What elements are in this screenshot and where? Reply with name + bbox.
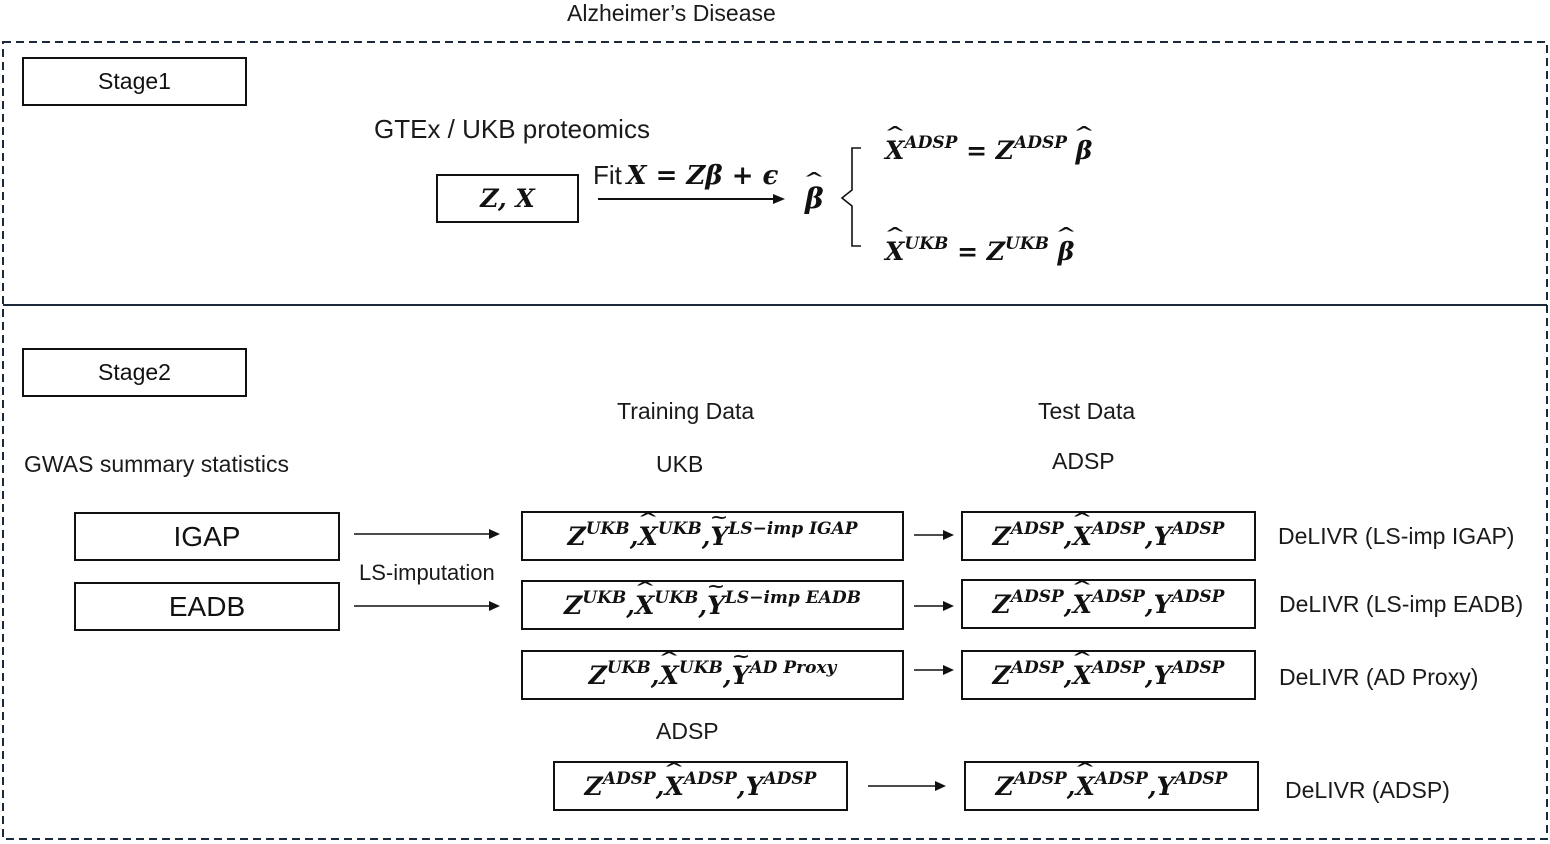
train-box-3: ZUKB,XUKB,YAD Proxy	[521, 650, 904, 700]
input-box-text: Z, X	[480, 184, 535, 213]
train-x-sup-2: UKB	[654, 587, 699, 608]
test-y-sup-4: ADSP	[1174, 768, 1228, 789]
stage2-box: Stage2	[22, 348, 247, 397]
train-box-1: ZUKB,XUKB,YLS−imp IGAP	[521, 511, 904, 561]
stage1-label: Stage1	[98, 68, 171, 94]
test-box-2: ZADSP,XADSP,YADSP	[961, 579, 1256, 629]
eadb-box: EADB	[74, 582, 340, 631]
test-x-sup-3: ADSP	[1091, 657, 1145, 678]
eq-ukb-beta: β	[1058, 237, 1075, 266]
stage1-source: GTEx / UKB proteomics	[374, 114, 650, 144]
train-y-sup-3: AD Proxy	[749, 657, 837, 678]
eq-adsp-lhs-sup: ADSP	[904, 133, 958, 153]
test-formula-3: ZADSP,XADSP,YADSP	[993, 657, 1225, 690]
test-z-sup-4: ADSP	[1013, 768, 1067, 789]
test-y-sup-3: ADSP	[1171, 657, 1225, 678]
test-x-sup-2: ADSP	[1091, 586, 1145, 607]
eq-ukb: XUKB = ZUKB β	[885, 234, 1075, 267]
test-x-sup-1: ADSP	[1091, 518, 1145, 539]
train-z-sup-3: UKB	[606, 657, 651, 678]
fit-label: Fit X = Zβ + ϵ	[593, 160, 778, 191]
row2-arrow-head	[943, 601, 954, 611]
row1-arrow-head	[943, 530, 954, 540]
training-header: Training Data	[617, 398, 755, 424]
igap-arrow-head	[489, 529, 500, 539]
train-x-sup-3: UKB	[678, 657, 723, 678]
fit-equation: X = Zβ + ϵ	[626, 161, 779, 191]
train-z-1: Z	[567, 521, 586, 551]
train-z-sup-1: UKB	[585, 518, 630, 539]
train-box-4: ZADSP,XADSP,YADSP	[553, 761, 848, 811]
stage2-label: Stage2	[98, 359, 171, 385]
stage1-box: Stage1	[22, 57, 247, 106]
test-z-sup-2: ADSP	[1010, 586, 1064, 607]
gwas-header: GWAS summary statistics	[24, 451, 289, 477]
adsp-test-label: ADSP	[1052, 448, 1115, 474]
train-formula-2: ZUKB,XUKB,YLS−imp EADB	[564, 587, 861, 620]
test-box-1: ZADSP,XADSP,YADSP	[961, 511, 1256, 561]
eadb-label: EADB	[168, 590, 246, 622]
method-label-2: DeLIVR (LS-imp EADB)	[1279, 591, 1524, 617]
eadb-arrow-head	[489, 601, 500, 611]
test-x-sup-4: ADSP	[1094, 768, 1148, 789]
igap-label: IGAP	[173, 520, 241, 552]
train-y-sup-1: LS−imp IGAP	[728, 518, 858, 539]
method-label-3: DeLIVR (AD Proxy)	[1279, 664, 1479, 690]
test-box-4: ZADSP,XADSP,YADSP	[964, 761, 1259, 811]
fit-prefix: Fit	[593, 160, 622, 190]
beta-hat: β	[805, 182, 824, 215]
method-label-4: DeLIVR (ADSP)	[1285, 777, 1450, 803]
test-box-3: ZADSP,XADSP,YADSP	[961, 650, 1256, 700]
igap-box: IGAP	[74, 512, 340, 561]
train-box-2: ZUKB,XUKB,YLS−imp EADB	[521, 580, 904, 630]
row3-arrow-head	[943, 665, 954, 675]
input-box: Z, X	[436, 174, 579, 223]
eq-adsp-rhs-sup: ADSP	[1014, 133, 1068, 153]
diagram-title: Alzheimer’s Disease	[567, 0, 776, 26]
test-formula-4: ZADSP,XADSP,YADSP	[996, 768, 1228, 801]
eq-ukb-lhs: X	[885, 237, 904, 266]
beta-hat-symbol: β	[805, 182, 824, 215]
test-z-sup-1: ADSP	[1010, 518, 1064, 539]
train-formula-3: ZUKB,XUKB,YAD Proxy	[589, 657, 837, 690]
eq-adsp-beta: β	[1076, 136, 1093, 165]
adsp-train-label: ADSP	[656, 718, 719, 744]
test-z-sup-3: ADSP	[1010, 657, 1064, 678]
train-formula-1: ZUKB,XUKB,YLS−imp IGAP	[567, 518, 858, 551]
eq-adsp-rhs: Z	[995, 136, 1015, 165]
train-z-sup-4: ADSP	[602, 768, 656, 789]
train-y-sup-4: ADSP	[763, 768, 817, 789]
train-formula-4: ZADSP,XADSP,YADSP	[585, 768, 817, 801]
row4-arrow-head	[935, 781, 946, 791]
imputation-label: LS-imputation	[359, 560, 495, 585]
outer-dashed-frame	[2, 41, 1548, 840]
eq-ukb-rhs: Z	[986, 237, 1006, 266]
ukb-label: UKB	[656, 451, 704, 477]
eq-ukb-lhs-sup: UKB	[904, 234, 949, 254]
train-x-sup-1: UKB	[657, 518, 702, 539]
brace	[840, 147, 861, 247]
test-formula-2: ZADSP,XADSP,YADSP	[993, 586, 1225, 619]
train-x-1: X	[638, 522, 657, 551]
train-z-sup-2: UKB	[582, 587, 627, 608]
fit-arrow-head	[773, 194, 785, 204]
eq-adsp-lhs: X	[885, 136, 904, 165]
train-y-1: Y	[711, 522, 729, 551]
test-formula-1: ZADSP,XADSP,YADSP	[993, 518, 1225, 551]
test-y-sup-1: ADSP	[1171, 518, 1225, 539]
test-y-sup-2: ADSP	[1171, 586, 1225, 607]
train-y-sup-2: LS−imp EADB	[724, 587, 861, 608]
method-label-1: DeLIVR (LS-imp IGAP)	[1278, 523, 1515, 549]
eq-adsp: XADSP = ZADSP β	[885, 133, 1093, 166]
eq-ukb-rhs-sup: UKB	[1005, 234, 1049, 254]
train-x-sup-4: ADSP	[683, 768, 737, 789]
test-header: Test Data	[1038, 398, 1136, 424]
